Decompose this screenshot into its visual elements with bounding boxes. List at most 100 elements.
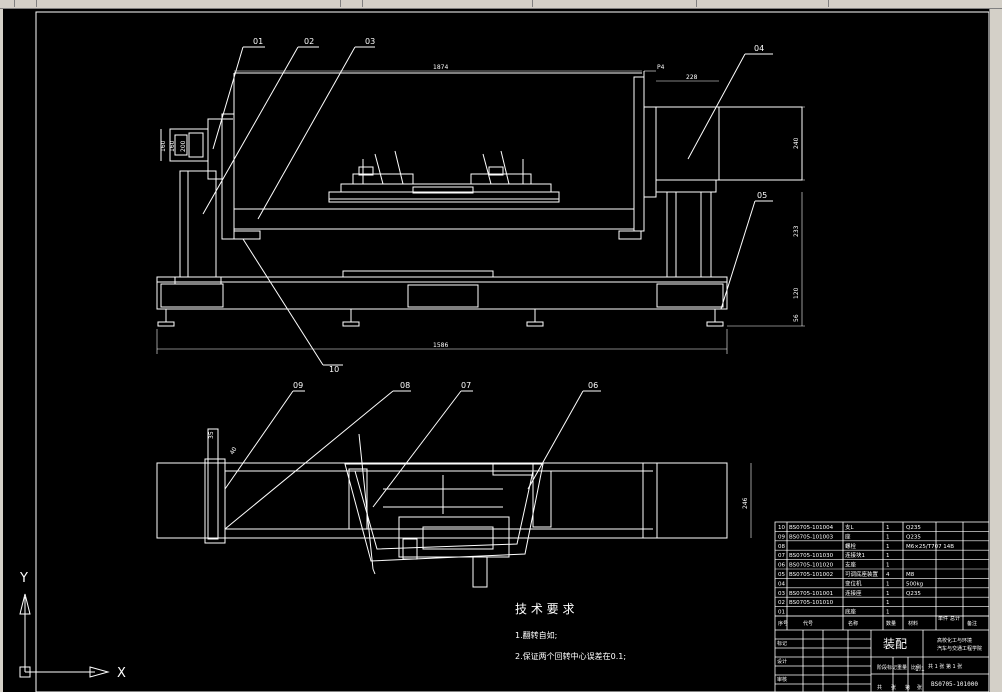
label-review: 审核 [777,676,787,683]
scale-value: 1:1 [915,666,925,673]
bom-cell-code: BS0705-101030 [789,553,834,559]
company-line-2: 汽车与交通工程学院 [937,645,982,652]
bom-cell-qty: 1 [886,610,890,616]
toolbar-field-2[interactable] [532,0,693,7]
label-stage: 阶段标记 [877,664,897,671]
dim-right-width: 246 [742,497,749,509]
bom-header-mat: 材料 [908,620,918,627]
bom-cell-name: 支座 [845,561,857,569]
dim-left-c: 200 [180,140,187,152]
dim-small-right: P4 [657,64,665,71]
bom-cell-name: 变位机 [845,579,862,587]
grid-icon[interactable] [36,0,57,7]
bom-cell-no: 10 [778,525,785,531]
bom-cell-name: 连接块1 [845,551,865,559]
dim-box-width: 228 [686,74,698,81]
bom-header-code: 代号 [803,620,813,627]
front-view [156,46,805,366]
ucs-y-label: Y [19,571,28,586]
dim-left-plan: 35 [208,431,215,439]
bom-cell-qty: 1 [886,591,890,597]
dim-overall-length: 1874 [433,64,448,71]
label-bottom-3: 第 [905,684,910,691]
bom-header-extra2: 总计 [950,615,960,622]
bom-header-qty: 数量 [886,620,896,627]
drawing-number: BS0705-101000 [931,681,978,688]
label-bottom-1: 共 [877,684,882,691]
bom-cell-no: 04 [778,581,785,587]
bom-cell-name: 底座 [845,608,857,616]
cad-drawing-canvas[interactable]: 1874 P4 228 240 233 120 56 1586 160 160 … [3,9,989,692]
toolbar-field-3[interactable] [696,0,825,7]
callout-06: 06 [588,381,598,390]
left-edge [0,9,3,692]
title-block [774,521,989,692]
bom-cell-code: BS0705-101001 [789,591,833,597]
folder-icon[interactable] [14,0,35,7]
company-line-1: 高校化工与环境 [937,637,972,644]
label-bottom-4: 张 [917,684,922,691]
callout-03: 03 [365,37,375,46]
toolbar-field-1[interactable] [362,0,528,7]
drawing-title: 装配 [883,637,907,651]
drawing-border [35,11,989,692]
bom-header-no: 序号 [778,620,788,627]
bom-header-name: 名称 [848,620,858,627]
bom-cell-qty: 1 [886,563,890,569]
toolbar-field-4[interactable] [828,0,949,7]
bom-cell-mat: M6×25/T707 14B [906,544,954,550]
bom-header-note: 备注 [967,620,977,627]
label-scale: 比例 [911,664,921,671]
fixture-plan [344,433,552,588]
callout-04: 04 [754,44,764,53]
notes-title: 技 术 要 求 [515,602,574,616]
dim-left-a: 160 [160,140,167,152]
bom-cell-code: BS0705-101010 [789,600,834,606]
bom-cell-name: 支L [845,523,855,531]
ucs-icon [19,593,110,678]
callout-02: 02 [304,37,314,46]
ucs-x-label: X [117,666,126,681]
dim-box-height: 240 [793,137,800,149]
vertical-scrollbar[interactable] [989,9,1002,692]
dim-base-height: 120 [793,287,800,299]
bom-cell-qty: 1 [886,553,890,559]
bom-cell-name: 可调底座装置 [845,570,879,578]
notes-line-1: 1.翻转自如; [515,630,557,640]
bom-cell-mat: Q235 [906,591,921,597]
notes-line-2: 2.保证两个回转中心误差在0.1; [515,651,626,661]
bom-cell-name: 连接座 [845,589,862,597]
bom-cell-no: 01 [778,610,785,616]
callout-05: 05 [757,191,767,200]
bom-cell-qty: 1 [886,525,890,531]
toolbar-strip [0,0,1002,9]
label-bottom-2: 张 [891,684,896,691]
bom-cell-code: BS0705-101004 [789,525,834,531]
callout-09: 09 [293,381,303,390]
callout-08: 08 [400,381,410,390]
bom-cell-no: 03 [778,591,785,597]
bom-cell-no: 06 [778,563,785,569]
bom-cell-code: BS0705-101002 [789,572,833,578]
label-mark: 标记 [777,640,787,647]
plan-view [156,390,752,588]
label-weight: 重量 [897,664,907,671]
bom-cell-qty: 1 [886,544,890,550]
bom-cell-name: 螺栓 [845,542,857,550]
dim-left-b: 160 [169,140,176,152]
bom-cell-qty: 1 [886,600,890,606]
callout-07: 07 [461,381,471,390]
bom-cell-mat: M8 [906,572,915,578]
bom-cell-no: 05 [778,572,785,578]
label-design: 设计 [777,658,787,665]
adjustable-feet [157,309,724,327]
bom-cell-qty: 4 [886,572,890,578]
bom-cell-mat: Q235 [906,525,921,531]
bom-cell-no: 07 [778,553,785,559]
dim-pillar-height: 233 [793,225,800,237]
bom-cell-no: 08 [778,544,785,550]
bom-cell-qty: 1 [886,581,890,587]
layer-icon[interactable] [340,0,361,7]
bom-cell-mat: 500kg [906,581,923,587]
